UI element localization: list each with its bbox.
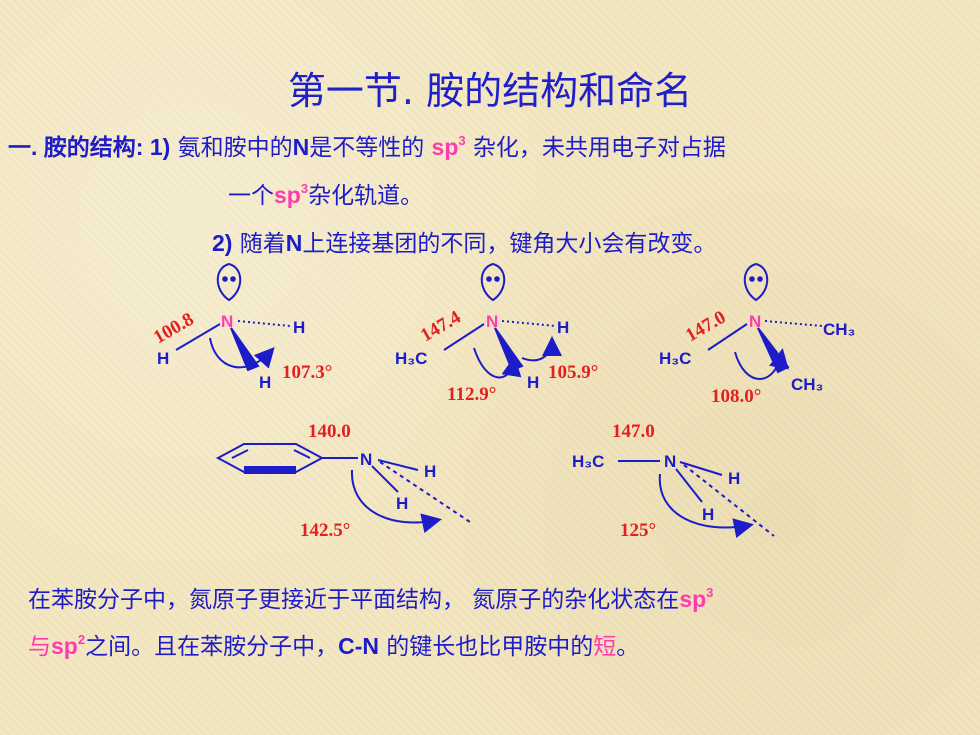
methylamine-angle-left: 112.9° [447, 384, 496, 405]
conclusion-text: 的键长也比甲胺中的 [378, 634, 594, 660]
hybrid-sp: sp [679, 586, 707, 612]
methylamine-side-n: N [664, 452, 676, 471]
trimethylamine-methyl-3: CH₃ [791, 375, 823, 394]
intro-text: 氨和胺中的 [170, 135, 293, 161]
trimethylamine-structure [707, 262, 823, 380]
hybrid-sup: 3 [706, 585, 714, 600]
trimethylamine-methyl-1: CH₃ [823, 320, 855, 339]
lone-pair-orbital [216, 262, 242, 302]
ammonia-h3: H [259, 373, 271, 392]
intro-text: 是不等性的 [309, 135, 432, 161]
methylamine-side-h1: H [728, 469, 740, 488]
aniline-structure [215, 443, 471, 534]
methylamine-side-h2: H [702, 505, 714, 524]
intro-text: 上连接基团的不同，键角大小会有改变。 [302, 231, 717, 257]
lone-pair-orbital [480, 262, 506, 302]
hybrid-sup: 2 [77, 632, 86, 647]
page-title: 第一节. 胺的结构和命名 [287, 69, 693, 113]
molecular-structures-diagram: N H H H N H H₃C H N CH₃ H₃C CH₃ N H H H₃… [150, 262, 855, 541]
intro-text: 随着 [232, 231, 286, 257]
ammonia-structure [175, 262, 291, 372]
trimethylamine-angle: 108.0° [711, 386, 761, 407]
aniline-h2: H [396, 494, 408, 513]
methylamine-h1: H [557, 318, 569, 337]
conclusion-line-2: 与sp2之间。且在苯胺分子中，C-N 的键长也比甲胺中的短。 [28, 627, 639, 661]
methylamine-h2: H [527, 373, 539, 392]
methylamine-side-angle: 125° [620, 520, 656, 541]
hybrid-sp: sp [431, 134, 459, 160]
cn-bond: C-N [338, 633, 379, 659]
ammonia-h2: H [157, 349, 169, 368]
conclusion-text: 与 [28, 634, 51, 660]
short-emphasis: 短 [593, 634, 617, 660]
hybrid-sup: 3 [458, 133, 466, 148]
nitrogen-symbol: N [285, 230, 303, 256]
intro-text: 杂化轨道。 [308, 183, 424, 209]
aniline-h1: H [424, 462, 436, 481]
trimethylamine-methyl-2: H₃C [659, 349, 691, 368]
methylamine-n: N [486, 312, 498, 331]
ammonia-n: N [221, 312, 233, 331]
ammonia-angle: 107.3° [282, 362, 332, 383]
aniline-n: N [360, 450, 372, 469]
aniline-bond-length: 140.0 [308, 421, 351, 442]
hybrid-sp: sp [274, 182, 301, 208]
methylamine-side-bond-length: 147.0 [612, 421, 655, 442]
conclusion-text: 之间。且在苯胺分子中， [85, 634, 339, 660]
nitrogen-symbol: N [292, 134, 310, 160]
intro-text: 一个 [228, 183, 274, 209]
methylamine-methyl: H₃C [395, 349, 427, 368]
section-label: 一. 胺的结构: 1) [8, 134, 171, 160]
hybrid-sp: sp [51, 633, 78, 659]
intro-line-3: 2) 随着N上连接基团的不同，键角大小会有改变。 [212, 224, 716, 258]
point-number: 2) [212, 230, 233, 256]
conclusion-text: 在苯胺分子中，氮原子更接近于平面结构， 氮原子的杂化状态在 [28, 587, 680, 613]
methylamine-angle-right: 105.9° [548, 362, 598, 383]
methylamine-structure [443, 262, 562, 379]
conclusion-text: 。 [616, 634, 640, 660]
lone-pair-orbital [743, 262, 769, 302]
trimethylamine-n: N [749, 312, 761, 331]
methylamine-side-methyl: H₃C [572, 452, 604, 471]
ammonia-h1: H [293, 318, 305, 337]
hybrid-sup: 3 [300, 181, 309, 196]
intro-text: 杂化，未共用电子对占据 [465, 135, 726, 161]
conclusion-line-1: 在苯胺分子中，氮原子更接近于平面结构， 氮原子的杂化状态在sp3 [28, 580, 713, 614]
intro-line-1: 一. 胺的结构: 1) 氨和胺中的N是不等性的 sp3 杂化，未共用电子对占据 [8, 128, 726, 162]
methylamine-side-structure [618, 460, 775, 538]
intro-line-2: 一个sp3杂化轨道。 [228, 176, 423, 210]
aniline-angle: 142.5° [300, 520, 350, 541]
